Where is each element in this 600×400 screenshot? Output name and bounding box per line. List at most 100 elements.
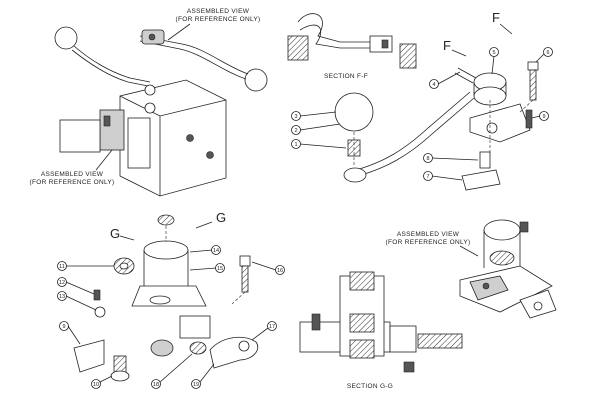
leader-line <box>95 149 113 171</box>
handle-arm-right-edge <box>139 40 247 80</box>
section-mark-f-left: F <box>443 38 451 53</box>
callout-label: 7 <box>426 174 429 180</box>
leader-line <box>299 143 347 149</box>
section-mark-f-top: F <box>492 10 500 25</box>
left-set-screw <box>93 289 101 301</box>
bracket-plate <box>59 119 101 153</box>
section-ff-clamp <box>369 35 393 53</box>
assembled-link <box>469 275 509 301</box>
section-gg-bottom-bushing <box>349 339 375 359</box>
leader-line <box>167 23 191 41</box>
leader-line <box>431 175 463 181</box>
leader-line <box>459 245 479 257</box>
assembled-view-bottom-right: ASSEMBLED VIEW (FOR REFERENCE ONLY) <box>386 219 557 319</box>
callout-label: 1 <box>294 142 297 148</box>
section-gg-pin <box>311 313 321 331</box>
leader-line <box>65 281 95 295</box>
leader-line <box>65 295 97 311</box>
lower-threaded-stud <box>113 355 127 373</box>
callout-label: 2 <box>294 128 297 134</box>
exploded-ball-knob <box>334 92 374 132</box>
caption-assembled-left-line1: ASSEMBLED VIEW <box>41 171 104 178</box>
leader-line <box>299 111 337 117</box>
callout-label: 9 <box>62 324 65 330</box>
block-slot <box>127 117 151 169</box>
pivot-base-plate <box>131 285 207 307</box>
rod-end <box>209 336 259 369</box>
section-f-f-view: SECTION F-F <box>287 13 417 80</box>
side-bracket <box>99 109 125 151</box>
callout-label: 5 <box>492 50 495 56</box>
lower-link-plate <box>179 315 211 339</box>
callout-bubble <box>267 321 277 331</box>
exploded-foot <box>461 169 501 191</box>
block-pivot <box>144 84 156 96</box>
section-g-g-view: SECTION G-G <box>299 271 463 390</box>
callout-bubble <box>543 47 553 57</box>
right-stud-head <box>239 255 251 267</box>
assembled-screw <box>482 282 490 290</box>
cutting-plane-arrow <box>499 23 513 35</box>
left-washer <box>94 306 106 318</box>
callout-label: 11 <box>59 264 65 270</box>
leader-line <box>531 115 541 119</box>
caption-assembled-top-line1: ASSEMBLED VIEW <box>187 8 250 15</box>
handle-knob-left <box>54 26 78 50</box>
section-ff-screw <box>399 43 417 69</box>
callout-label: 10 <box>93 382 99 388</box>
exploded-view-top-right: F F 1 2 <box>291 10 553 191</box>
leader-line <box>189 249 213 253</box>
exploded-lever-arm-edge <box>357 97 475 177</box>
hub-screw <box>148 33 156 41</box>
leader-line <box>67 325 81 345</box>
pivot-nut <box>157 214 175 226</box>
pivot-base-hole <box>149 295 171 305</box>
caption-assembled-right-line2: (FOR REFERENCE ONLY) <box>386 239 471 246</box>
handle-arm-right <box>139 35 249 75</box>
callout-bubble <box>91 379 101 389</box>
caption-assembled-left-line2: (FOR REFERENCE ONLY) <box>30 179 115 186</box>
exploded-cap-screw-body <box>529 69 537 101</box>
bracket-spring <box>103 115 111 127</box>
exploded-foot-post <box>479 151 491 169</box>
section-mark-g-right: G <box>216 210 226 225</box>
section-ff-lever-edge <box>299 24 376 49</box>
exploded-pin-edge <box>454 72 474 84</box>
section-ff-lever <box>297 13 376 43</box>
handle-arm-left-edge <box>71 49 149 87</box>
handle-arm-left <box>73 45 151 83</box>
callout-label: 9 <box>542 114 545 120</box>
pivot-cylinder-top <box>143 240 189 260</box>
exploded-bracket <box>469 103 531 143</box>
callout-label: 8 <box>426 156 429 162</box>
cutting-plane-arrow <box>451 49 467 57</box>
cutting-plane-arrow <box>195 221 213 229</box>
leader-line <box>431 157 479 161</box>
section-gg-mid-bushing <box>349 313 375 333</box>
exploded-cap-screw-head <box>527 61 539 71</box>
callout-label: 18 <box>153 382 159 388</box>
lower-cup <box>150 339 174 357</box>
pivot-cylinder-sides <box>143 250 189 286</box>
callout-label: 3 <box>294 114 297 120</box>
caption-section-gg: SECTION G-G <box>347 383 393 390</box>
leader-line <box>199 363 215 383</box>
leader-line <box>437 71 461 85</box>
assembled-cylinder-sides <box>483 230 521 268</box>
exploded-view-bottom-left: G G 9 10 <box>57 210 285 389</box>
lower-bracket <box>73 339 105 373</box>
callout-label: 15 <box>217 266 223 272</box>
callout-bubble <box>151 379 161 389</box>
caption-section-ff: SECTION F-F <box>324 73 368 80</box>
leader-line <box>189 267 217 271</box>
exploded-set-screw <box>525 109 533 129</box>
callout-label: 4 <box>432 82 435 88</box>
assembled-arm-eye <box>533 301 543 311</box>
callout-label: 14 <box>213 248 219 254</box>
exploded-bracket-hole <box>486 122 498 134</box>
section-ff-pin <box>381 39 389 49</box>
leader-line <box>99 375 113 383</box>
lower-stud-nut <box>110 370 130 382</box>
assembled-top-cylinder <box>483 219 521 241</box>
